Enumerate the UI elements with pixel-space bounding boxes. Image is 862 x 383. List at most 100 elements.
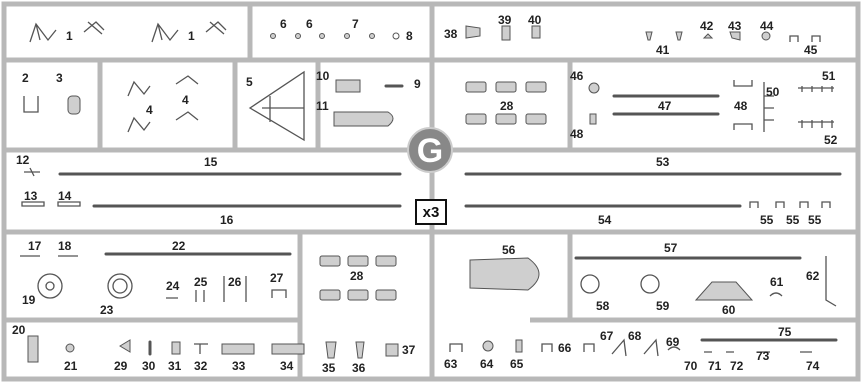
sprue-letter: G	[417, 132, 443, 170]
sprue-letter-badge: G	[407, 127, 453, 173]
part-label: 43	[728, 19, 742, 33]
part-label: 69	[666, 335, 680, 349]
parts-9-10-11	[333, 79, 404, 127]
parts-46-52	[588, 80, 834, 132]
part-label: 46	[570, 69, 584, 83]
part-label: 19	[22, 293, 36, 307]
part-label: 65	[510, 357, 524, 371]
part-label: 10	[316, 69, 330, 83]
parts-20-21	[27, 335, 75, 363]
part-labels: 1 1 6 6 7 8 38 39 40 41 42 43 44 45 2 3 …	[12, 13, 838, 375]
part-label: 45	[804, 43, 818, 57]
part-label: 64	[480, 357, 494, 371]
part-label: 75	[778, 325, 792, 339]
part-label: 12	[16, 153, 30, 167]
part-label: 22	[172, 239, 186, 253]
part-label: 21	[64, 359, 78, 373]
part-label: 11	[316, 99, 329, 113]
part-28-bottom	[319, 255, 397, 301]
part-label: 66	[558, 341, 572, 355]
part-label: 56	[502, 243, 516, 257]
part-label: 26	[228, 275, 242, 289]
parts-33-34	[221, 343, 305, 355]
part-label: 50	[766, 85, 780, 99]
part-label: 23	[100, 303, 114, 317]
part-label: 73	[756, 349, 770, 363]
multiplier-badge: x3	[415, 199, 447, 225]
part-label: 54	[598, 213, 612, 227]
part-label: 5	[246, 75, 253, 89]
part-label: 41	[656, 43, 670, 57]
part-label: 59	[656, 299, 670, 313]
parts-38-45	[465, 25, 821, 42]
part-label: 47	[658, 99, 672, 113]
part-label: 25	[194, 275, 208, 289]
wheel-19	[37, 273, 63, 299]
part-label: 55	[808, 213, 822, 227]
part-label: 27	[270, 271, 284, 285]
part-label: 48	[570, 127, 584, 141]
part-label: 61	[770, 275, 784, 289]
part-label: 35	[322, 361, 336, 375]
part-label: 6	[280, 17, 287, 31]
part-28-top	[465, 81, 547, 125]
part-label: 4	[182, 93, 189, 107]
part-label: 28	[350, 269, 364, 283]
part-label: 36	[352, 361, 366, 375]
part-label: 9	[414, 77, 421, 91]
part-label: 7	[352, 17, 359, 31]
part-label: 18	[58, 239, 72, 253]
part-55	[749, 201, 831, 208]
part-4	[127, 75, 199, 133]
part-label: 55	[760, 213, 774, 227]
part-label: 44	[760, 19, 774, 33]
part-label: 68	[628, 329, 642, 343]
parts-35-37	[325, 341, 399, 359]
part-label: 42	[700, 19, 714, 33]
part-label: 4	[146, 103, 153, 117]
part-12	[24, 167, 40, 177]
part-label: 2	[22, 71, 29, 85]
part-label: 20	[12, 323, 26, 337]
part-label: 34	[280, 359, 294, 373]
part-label: 71	[708, 359, 722, 373]
part-label: 53	[656, 155, 670, 169]
part-label: 30	[142, 359, 156, 373]
part-label: 1	[66, 29, 73, 43]
wheels-58-59	[580, 274, 660, 294]
part-5	[248, 70, 305, 142]
part-label: 8	[406, 29, 413, 43]
multiplier-text: x3	[423, 204, 440, 221]
parts-61-62	[769, 256, 837, 307]
part-label: 63	[444, 357, 458, 371]
part-label: 48	[734, 99, 748, 113]
part-label: 38	[444, 27, 458, 41]
part-label: 55	[786, 213, 800, 227]
part-label: 33	[232, 359, 246, 373]
part-label: 39	[498, 13, 512, 27]
part-1a	[29, 21, 105, 43]
part-label: 70	[684, 359, 698, 373]
part-1b	[151, 21, 227, 43]
part-label: 58	[596, 299, 610, 313]
part-label: 74	[806, 359, 820, 373]
part-label: 17	[28, 239, 42, 253]
parts-24-27	[166, 276, 287, 302]
ring-23	[107, 273, 133, 299]
hull-56	[469, 257, 540, 291]
part-60	[694, 281, 754, 301]
part-label: 40	[528, 13, 542, 27]
part-label: 72	[730, 359, 744, 373]
part-label: 13	[24, 189, 38, 203]
part-label: 14	[58, 189, 72, 203]
part-label: 3	[56, 71, 63, 85]
part-label: 37	[402, 343, 416, 357]
part-label: 16	[220, 213, 234, 227]
part-label: 29	[114, 359, 128, 373]
part-label: 32	[194, 359, 208, 373]
parts-2-3	[23, 95, 81, 115]
parts-67-74	[611, 338, 838, 357]
part-label: 57	[664, 241, 678, 255]
parts-29-32	[119, 339, 208, 356]
